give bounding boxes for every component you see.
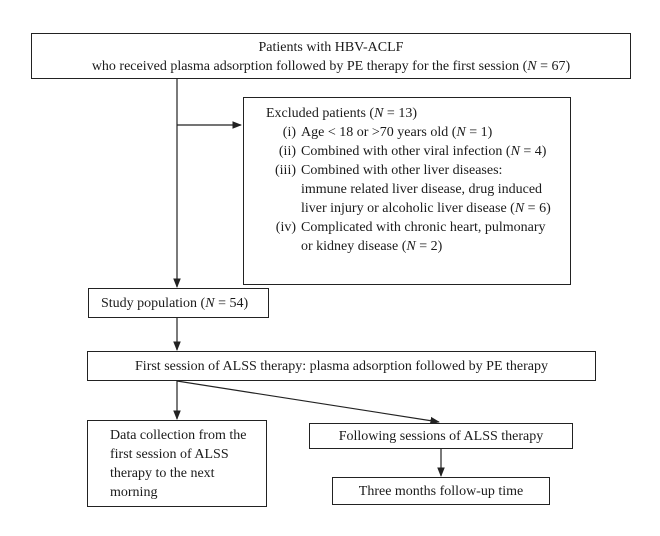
arrow-first-to-following (176, 380, 440, 425)
excluded-item-4-line-2: or kidney disease (N = 2) (266, 237, 570, 256)
excluded-item-text: or kidney disease (N = 2) (301, 239, 443, 254)
excluded-item-marker: (ii) (278, 144, 296, 159)
followup-box: Three months follow-up time (332, 477, 550, 505)
excluded-item-1-line-1: (i) Age < 18 or >70 years old (N = 1) (266, 123, 570, 142)
excluded-item-marker (266, 199, 301, 218)
patients-line2-pre: who received plasma adsorption followed … (91, 59, 528, 74)
first-session-text: First session of ALSS therapy: plasma ad… (135, 359, 548, 374)
patients-line2: who received plasma adsorption followed … (32, 57, 630, 76)
patients-box: Patients with HBV-ACLF who received plas… (31, 33, 631, 79)
excluded-item-text: liver injury or alcoholic liver disease … (301, 201, 551, 216)
excluded-item-marker: (i) (282, 125, 296, 140)
excluded-item-4-line-1: (iv) Complicated with chronic heart, pulm… (266, 218, 570, 237)
data-collection-line-4: morning (110, 485, 158, 500)
excluded-item-marker: (iv) (275, 220, 296, 235)
excluded-item-marker (266, 180, 301, 199)
followup-text: Three months follow-up time (358, 484, 524, 499)
excluded-item-marker (266, 237, 301, 256)
study-post: = 54) (214, 296, 249, 311)
excluded-item-3-line-2: immune related liver disease, drug induc… (266, 180, 570, 199)
data-collection-line-1: Data collection from the (110, 428, 247, 443)
excluded-n-var: N (374, 106, 384, 121)
first-session-box: First session of ALSS therapy: plasma ad… (87, 351, 596, 381)
excluded-title: Excluded patients (N = 13) (266, 104, 570, 123)
study-population-box: Study population (N = 54) (88, 288, 269, 318)
excluded-list: (i) Age < 18 or >70 years old (N = 1) (ii)… (266, 123, 570, 256)
excluded-item-text: Combined with other liver diseases: (301, 163, 503, 178)
excluded-item-text: Complicated with chronic heart, pulmonar… (301, 220, 546, 235)
data-collection-line-2: first session of ALSS (110, 447, 229, 462)
patients-n-var: N (527, 59, 537, 74)
data-collection-box: Data collection from the first session o… (87, 420, 267, 507)
data-collection-line-3: therapy to the next (110, 466, 215, 481)
excluded-item-3-line-1: (iii) Combined with other liver diseases: (266, 161, 570, 180)
study-pre: Study population ( (101, 296, 206, 311)
excluded-item-text: immune related liver disease, drug induc… (301, 182, 543, 197)
study-n-var: N (205, 296, 215, 311)
following-sessions-text: Following sessions of ALSS therapy (338, 429, 544, 444)
excluded-title-post: = 13) (383, 106, 417, 121)
excluded-title-pre: Excluded patients ( (266, 106, 375, 121)
excluded-item-3-line-3: liver injury or alcoholic liver disease … (266, 199, 570, 218)
patients-line2-post: = 67) (536, 59, 571, 74)
excluded-item-text: Combined with other viral infection (N =… (301, 144, 547, 159)
patients-line1: Patients with HBV-ACLF (258, 40, 404, 55)
excluded-item-marker: (iii) (275, 163, 296, 178)
excluded-item-2-line-1: (ii) Combined with other viral infection … (266, 142, 570, 161)
following-sessions-box: Following sessions of ALSS therapy (309, 423, 573, 449)
excluded-item-text: Age < 18 or >70 years old (N = 1) (301, 125, 493, 140)
excluded-box: Excluded patients (N = 13) (i) Age < 18 o… (243, 97, 571, 285)
